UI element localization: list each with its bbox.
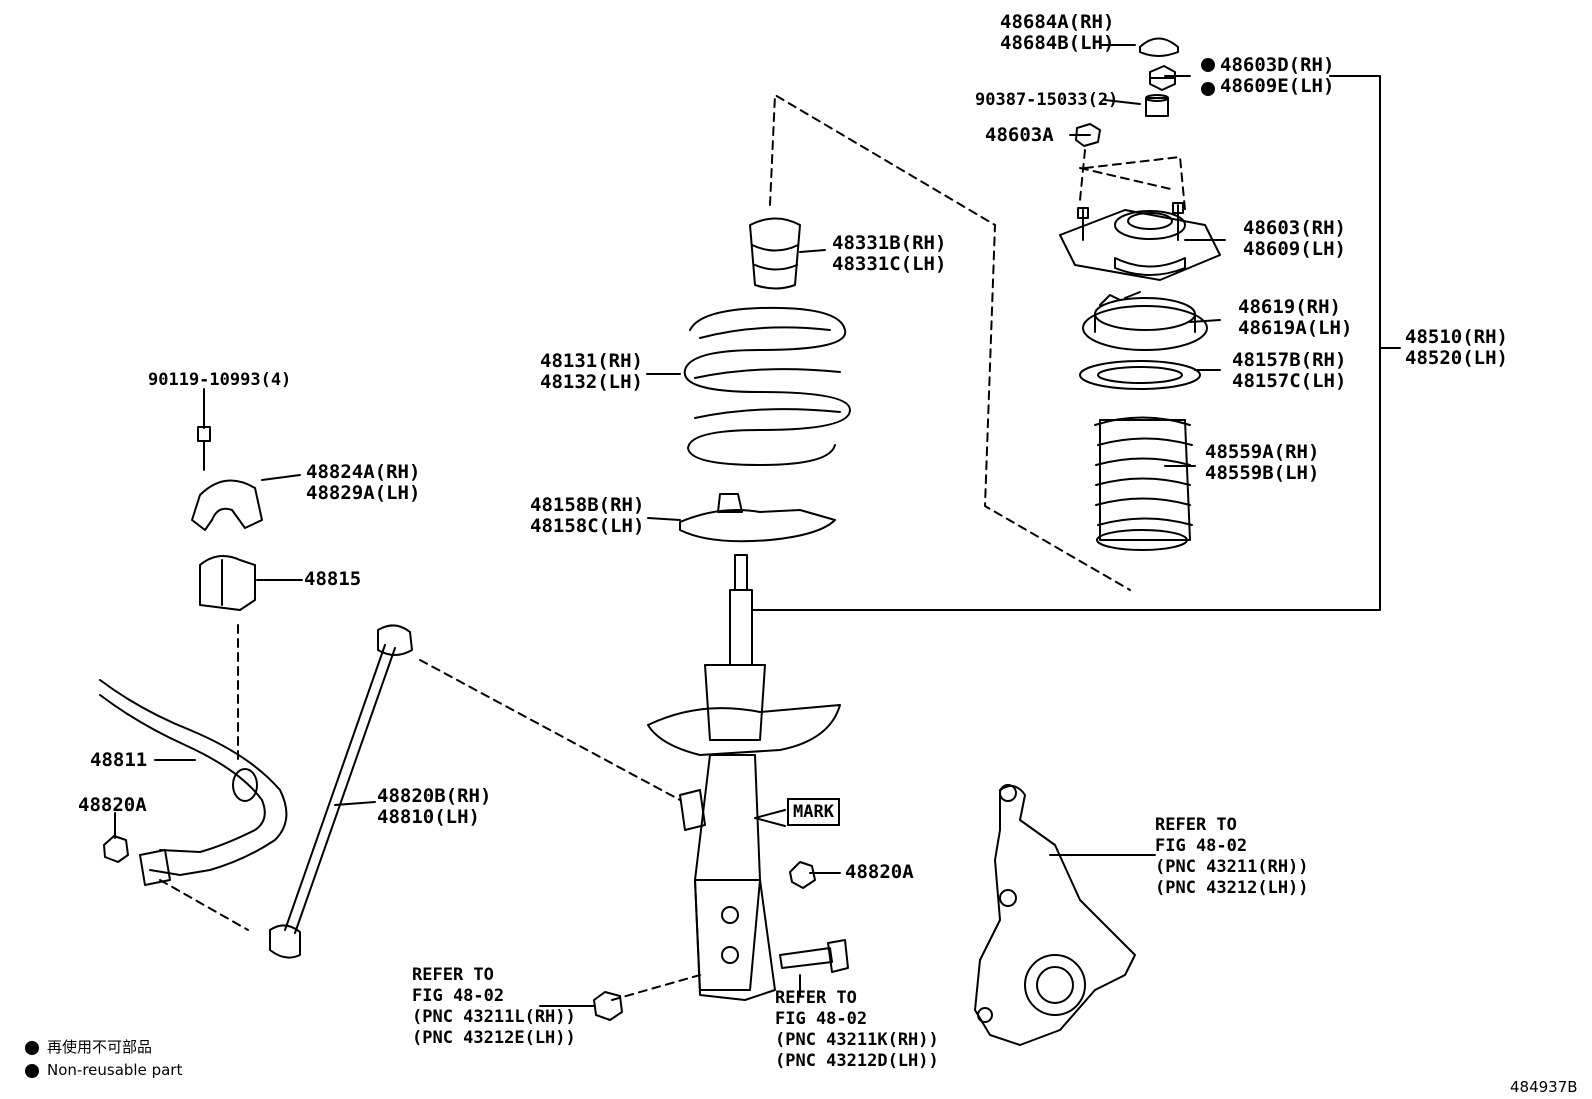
coil-spring-48131 xyxy=(683,306,851,466)
spring-seat-48619 xyxy=(1082,291,1208,351)
steering-knuckle xyxy=(974,784,1136,1046)
dashed-guides xyxy=(159,94,1186,1001)
bump-stop-48331 xyxy=(749,217,801,290)
label-48815: 48815 xyxy=(304,568,362,590)
insulator-48157 xyxy=(1079,360,1201,390)
nut-48820a-left xyxy=(103,835,129,863)
nut-lower xyxy=(593,991,623,1021)
strut-48510 xyxy=(647,554,841,1001)
label-48820a-right: 48820A xyxy=(845,861,914,883)
label-48603d: 48603D(RH)48609E(LH) xyxy=(1220,54,1335,97)
lower-seat-48158 xyxy=(679,493,836,543)
label-90119: 90119-10993(4) xyxy=(148,370,292,390)
label-48157: 48157B(RH)48157C(LH) xyxy=(1232,349,1347,392)
filled-dot-icon xyxy=(25,1040,39,1055)
label-48684: 48684A(RH)48684B(LH) xyxy=(1000,11,1115,54)
nut-48603a xyxy=(1075,123,1101,147)
legend-jp: 再使用不可部品 xyxy=(25,1036,152,1057)
label-48824: 48824A(RH)48829A(LH) xyxy=(306,461,421,504)
label-48619: 48619(RH)48619A(LH) xyxy=(1238,296,1353,339)
bracket-48824 xyxy=(191,426,263,531)
label-48820a-left: 48820A xyxy=(78,794,147,816)
figure-id: 484937B xyxy=(1510,1078,1578,1096)
label-48331: 48331B(RH)48331C(LH) xyxy=(832,232,947,275)
label-90387: 90387-15033(2) xyxy=(975,90,1119,110)
label-48603: 48603(RH)48609(LH) xyxy=(1243,217,1346,260)
leader-lines xyxy=(114,44,1401,1007)
label-48510: 48510(RH)48520(LH) xyxy=(1405,326,1508,369)
nut-48603d xyxy=(1149,65,1176,91)
bolt-strut xyxy=(779,939,849,973)
nut-48820a-strut xyxy=(789,861,816,889)
label-48158: 48158B(RH)48158C(LH) xyxy=(530,494,645,537)
label-48811: 48811 xyxy=(90,749,148,771)
label-48603a: 48603A xyxy=(985,124,1054,146)
stabilizer-link-48820b xyxy=(269,624,413,959)
cap-48684 xyxy=(1139,37,1179,57)
nonreusable-markers xyxy=(1201,58,1215,96)
stabilizer-bar-48811 xyxy=(99,679,288,886)
mark-box: MARK xyxy=(787,798,840,826)
upper-support-48603 xyxy=(1059,202,1221,281)
filled-dot-icon xyxy=(25,1063,39,1078)
label-48559: 48559A(RH)48559B(LH) xyxy=(1205,441,1320,484)
label-48820b: 48820B(RH)48810(LH) xyxy=(377,785,492,828)
collar-90387 xyxy=(1145,94,1169,117)
label-48131: 48131(RH)48132(LH) xyxy=(540,350,643,393)
legend-en: Non-reusable part xyxy=(25,1061,182,1079)
bushing-48815 xyxy=(199,555,256,611)
bellows-48559 xyxy=(1094,416,1193,551)
